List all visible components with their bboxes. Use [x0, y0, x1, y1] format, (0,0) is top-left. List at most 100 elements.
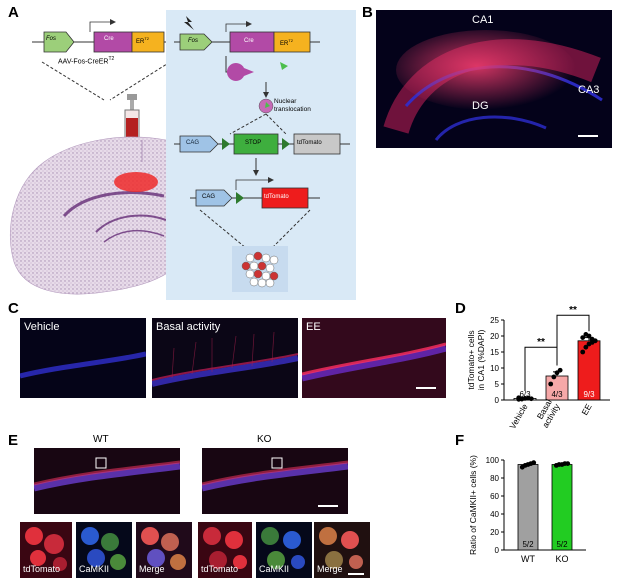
ko-overview-image [202, 457, 348, 507]
wt-tdtomato-image [25, 527, 67, 571]
y-tick-label: 25 [490, 316, 499, 325]
basal-micrograph: Basal activity [152, 318, 298, 398]
vehicle-micrograph: Vehicle [20, 318, 146, 398]
wt-camkii-crop: CaMKII [76, 522, 132, 578]
nuclear-translocation-label: Nuclear translocation [274, 98, 311, 113]
data-point [580, 349, 586, 355]
vehicle-image [20, 351, 146, 379]
vector-cre-label: Cre [104, 36, 114, 42]
crop-label-tdtomato-wt: tdTomato [23, 564, 61, 574]
crop-label-camkii-ko: CaMKII [259, 564, 290, 574]
hippocampus-image [383, 30, 603, 141]
data-point [551, 374, 557, 380]
ko-title: KO [257, 434, 272, 445]
x-tick-label: WT [521, 554, 535, 564]
significance-label: ** [537, 337, 545, 348]
dg-label: DG [472, 100, 489, 112]
panel-label-a: A [8, 4, 19, 21]
basal-label: Basal activity [156, 321, 221, 333]
stop-tdtomato-label: tdTomato [297, 140, 322, 146]
y-tick-label: 80 [490, 474, 499, 483]
data-point [516, 395, 522, 401]
bar [551, 464, 573, 551]
wt-merge-crop: Merge [136, 522, 192, 578]
ca1-label: CA1 [472, 14, 494, 26]
data-point [589, 336, 595, 342]
y-tick-label: 0 [495, 396, 500, 405]
n-label: 5/2 [522, 540, 534, 549]
significance-bracket [556, 314, 590, 366]
y-axis-label: Ratio of CaMKII+ cells (%) [468, 455, 478, 555]
data-point [583, 344, 589, 350]
x-tick-label: Vehicle [507, 402, 530, 431]
data-point [531, 460, 537, 466]
wt-title: WT [93, 434, 109, 445]
final-tdtomato-label: tdTomato [264, 194, 289, 200]
crop-label-camkii-wt: CaMKII [79, 564, 110, 574]
panel-label-b: B [362, 4, 373, 21]
ko-camkii-image [261, 527, 305, 569]
panel-label-f: F [455, 432, 465, 449]
mech-fos-label: Fos [188, 38, 199, 44]
data-point [548, 381, 554, 387]
dashed-connector [41, 61, 171, 101]
wt-overview-image [34, 457, 180, 492]
y-tick-label: 40 [490, 510, 499, 519]
ko-camkii-crop: CaMKII [256, 522, 312, 578]
ee-label: EE [306, 321, 321, 333]
data-point [580, 335, 586, 340]
cell-cluster [241, 251, 279, 288]
mechanism-diagram [174, 16, 350, 292]
crop-label-merge-ko: Merge [317, 564, 343, 574]
ko-merge-image [319, 527, 364, 575]
basal-image [152, 331, 298, 387]
ko-merge-crop: Merge [314, 522, 370, 578]
ko-overview [202, 448, 348, 514]
data-point [565, 461, 571, 466]
y-tick-label: 20 [490, 332, 499, 341]
wt-tdtomato-crop: tdTomato [20, 522, 72, 578]
vector-name-label: AAV-Fos-CreERT2 [58, 56, 115, 66]
mech-cre-label: Cre [244, 38, 254, 44]
y-tick-label: 5 [495, 380, 500, 389]
panel-label-d: D [455, 300, 466, 317]
n-label: 9/3 [583, 390, 595, 399]
wt-merge-image [141, 527, 186, 570]
ee-image [302, 318, 446, 398]
wt-camkii-image [81, 527, 126, 570]
x-tick-label: EE [579, 402, 593, 417]
ko-tdtomato-image [203, 527, 247, 569]
y-tick-label: 100 [486, 456, 500, 465]
stop-cag-label: CAG [186, 140, 200, 146]
y-axis-label: in CA1 (%DAPI) [476, 329, 486, 390]
x-tick-label: Basalactivity [532, 397, 562, 430]
y-tick-label: 10 [490, 364, 499, 373]
brain-section-illustration [9, 136, 170, 295]
crop-label-tdtomato-ko: tdTomato [201, 564, 239, 574]
ee-micrograph: EE [302, 318, 446, 398]
data-point [586, 333, 592, 339]
final-cag-label: CAG [202, 194, 216, 200]
y-tick-label: 60 [490, 492, 499, 501]
n-label: 4/3 [551, 390, 563, 399]
x-tick-label: KO [555, 554, 568, 564]
hippocampus-micrograph: CA1 CA3 DG [376, 10, 612, 148]
y-axis-label: tdTomato+ cells [466, 330, 476, 389]
vehicle-label: Vehicle [24, 321, 60, 333]
vector-fos-label: Fos [46, 36, 57, 42]
n-label: 5/2 [556, 540, 568, 549]
ca3-label: CA3 [578, 84, 600, 96]
y-tick-label: 0 [495, 546, 500, 555]
y-tick-label: 15 [490, 348, 499, 357]
mech-er-label: ERT2 [280, 38, 294, 47]
wt-overview [34, 448, 180, 514]
data-point [557, 367, 563, 373]
panel-label-c: C [8, 300, 19, 317]
crop-label-merge-wt: Merge [139, 564, 165, 574]
panel-label-e: E [8, 432, 19, 449]
vector-construct-diagram [32, 19, 178, 53]
panel-a: Fos Cre ERT2 AAV-Fos-CreERT2 [0, 0, 365, 300]
bar [517, 464, 539, 551]
